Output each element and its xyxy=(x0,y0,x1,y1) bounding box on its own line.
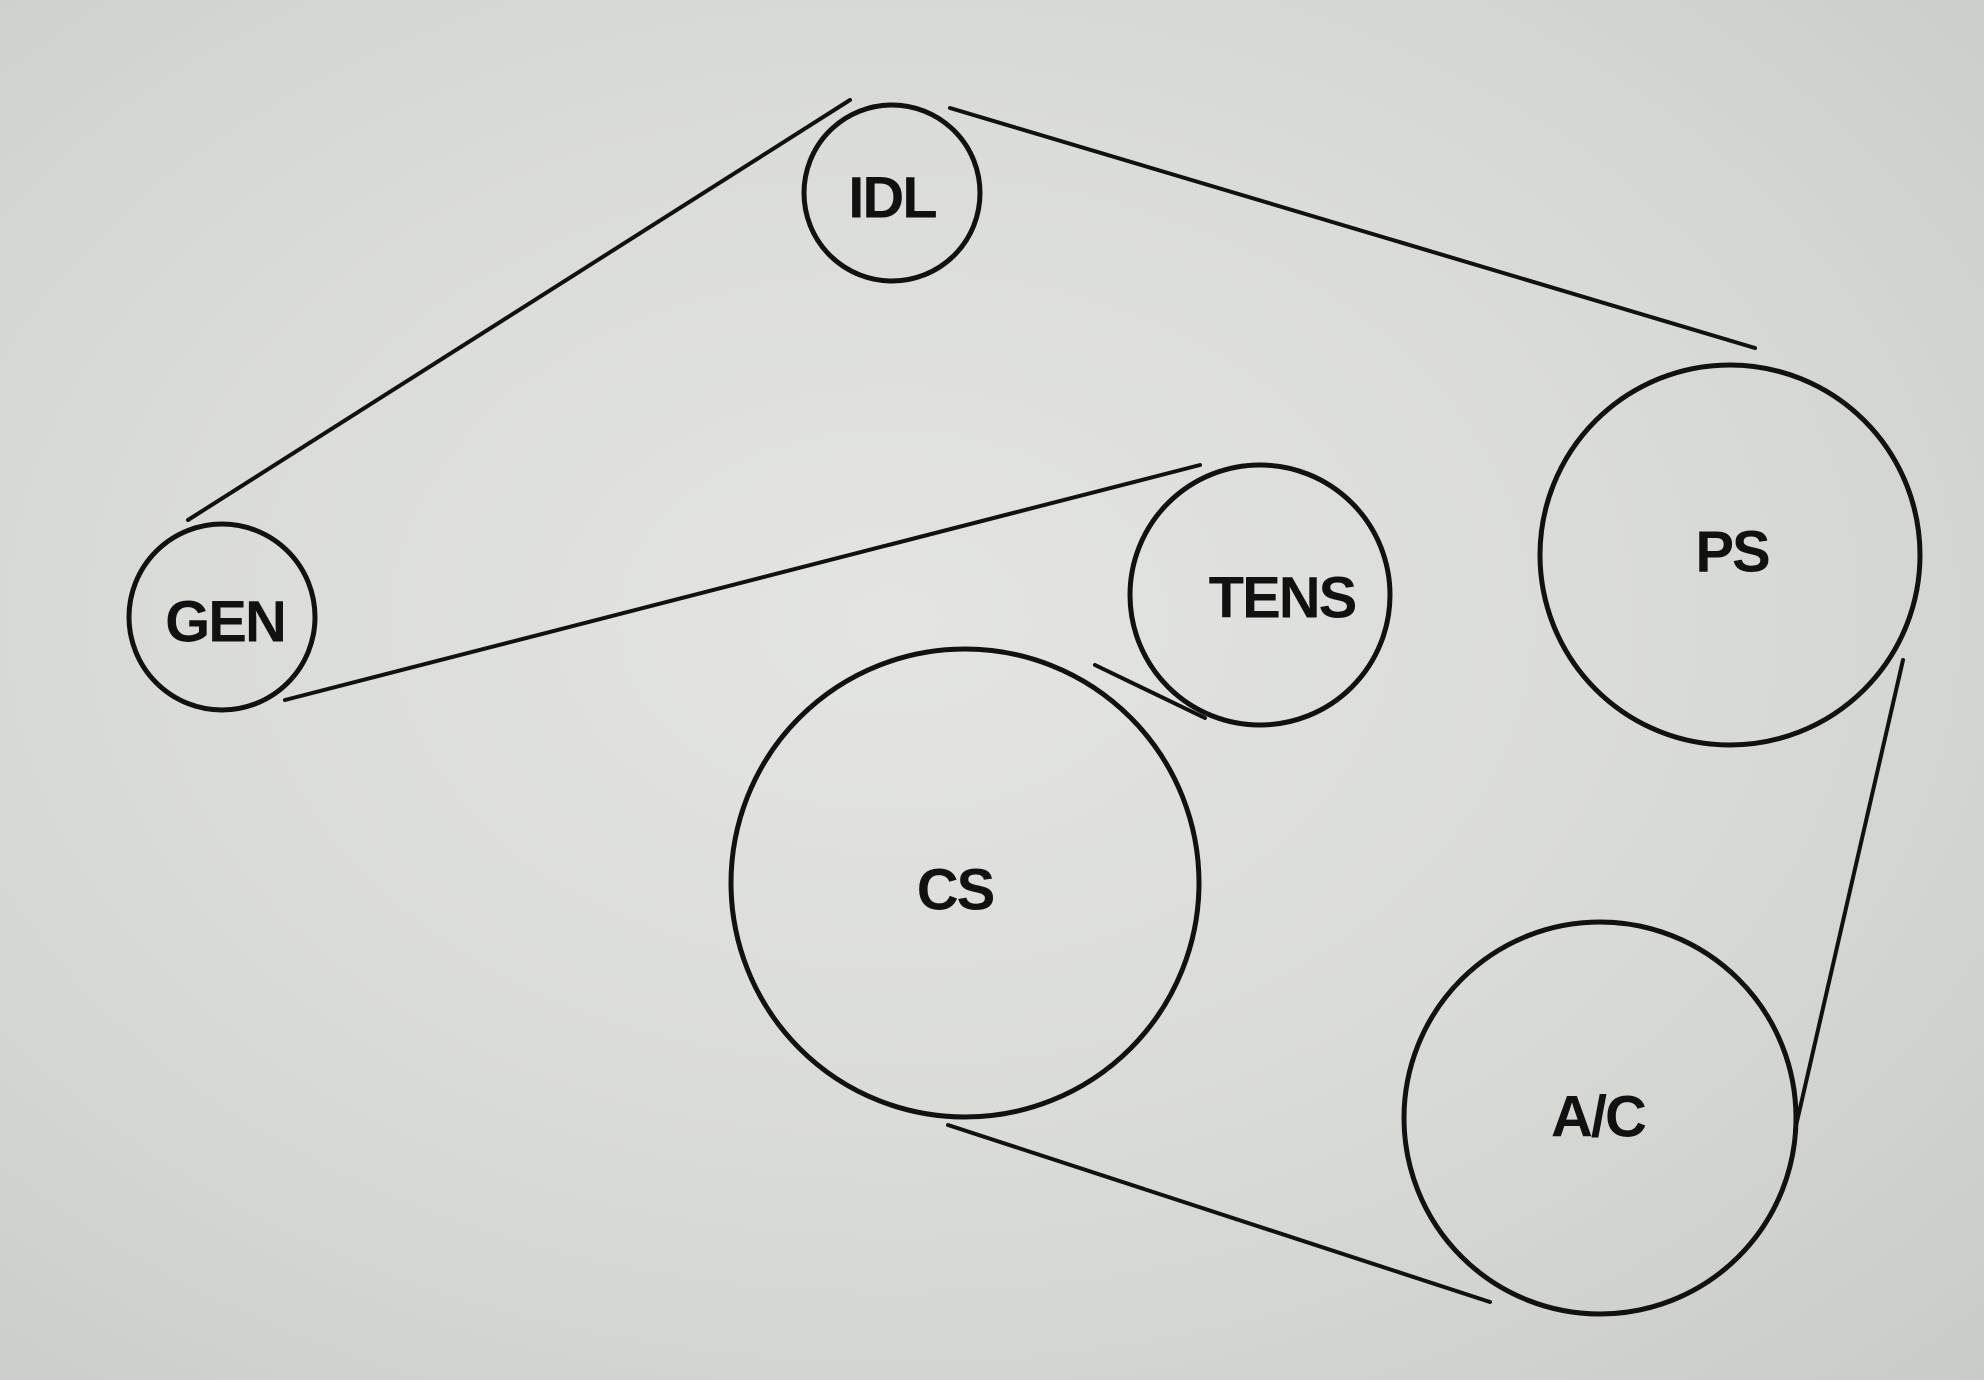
pulley-tens-outline xyxy=(1127,462,1393,728)
belt-segment-tens-gen xyxy=(283,463,1202,702)
pulley-ps-outline xyxy=(1537,362,1923,748)
pulley-cs-outline xyxy=(728,646,1202,1120)
pulley-ps: PS xyxy=(1537,362,1923,748)
pulley-idl-label: IDL xyxy=(848,166,936,231)
belt-segment-idl-ps xyxy=(948,106,1757,350)
pulley-idl-outline xyxy=(801,102,983,284)
belt xyxy=(186,98,1905,1304)
belt-segment-cs-tens xyxy=(1093,663,1207,720)
pulley-idl: IDL xyxy=(801,102,983,284)
pulley-gen-label: GEN xyxy=(165,590,285,655)
belt-segment-ps-ac xyxy=(1793,658,1905,1132)
pulley-ac-label: A/C xyxy=(1551,1085,1646,1150)
pulley-tens: TENS xyxy=(1127,462,1393,728)
pulley-cs: CS xyxy=(728,646,1202,1120)
pulley-gen-outline xyxy=(126,521,318,713)
pulley-tens-label: TENS xyxy=(1209,566,1356,631)
pulley-ac: A/C xyxy=(1401,919,1799,1317)
pulley-cs-label: CS xyxy=(917,858,994,923)
belt-segment-gen-idl xyxy=(186,98,852,522)
pulley-ac-outline xyxy=(1401,919,1799,1317)
pulley-ps-label: PS xyxy=(1695,520,1769,585)
belt-segment-ac-cs xyxy=(946,1123,1492,1304)
pulley-gen: GEN xyxy=(126,521,318,713)
